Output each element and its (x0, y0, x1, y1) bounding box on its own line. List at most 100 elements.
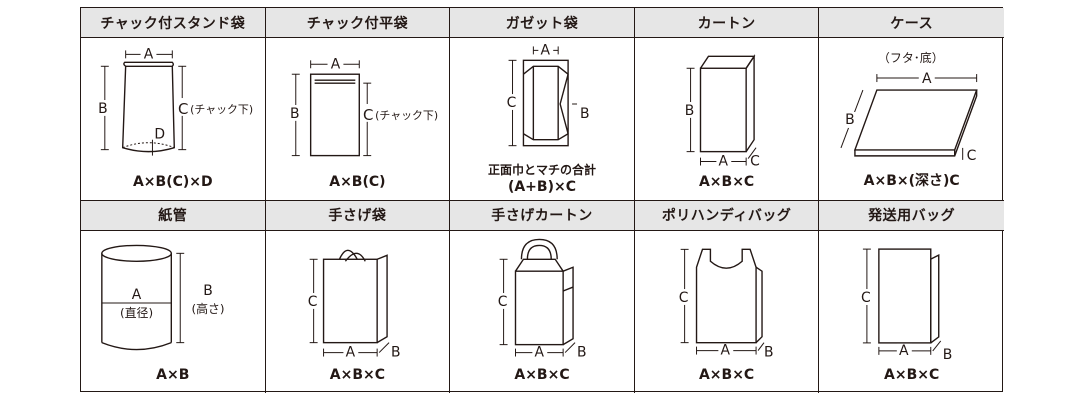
cell-poly-handy-bag: ポリハンディバッグ C A B A×B×C (634, 200, 820, 393)
carton-side (562, 265, 574, 345)
label-a: A (541, 42, 551, 58)
handle-front (344, 252, 366, 262)
cell-title: 発送用バッグ (819, 200, 1004, 231)
label-b: B (577, 344, 587, 360)
bag-size-table: チャック付スタンド袋 A B C (チャッ (80, 7, 1004, 394)
paper-tube-diagram: A (直径) B (高さ) (81, 231, 265, 361)
cell-flat-pouch: チャック付平袋 A B C (チャック下) (265, 8, 451, 201)
label-a: A (922, 71, 932, 87)
formula: A×B×C (329, 367, 386, 383)
handle-carton-diagram: C A B (450, 231, 634, 361)
cell-paper-tube: 紙管 A (直径) B (高さ) A×B (81, 200, 266, 393)
shipping-bag-svg: C A B (859, 247, 953, 362)
formula: A×B×C (514, 367, 570, 383)
label-c: C (307, 293, 317, 309)
case-depth (854, 90, 978, 157)
gusset-bag-diagram: A C B (450, 38, 634, 168)
carton-diagram: B A C (635, 38, 819, 170)
bag-side (376, 253, 388, 343)
label-c: C (861, 289, 871, 305)
dim-b (564, 341, 576, 353)
label-a: A (720, 342, 730, 358)
cell-gusset-bag: ガゼット袋 A C B (450, 8, 635, 201)
label-c: C (507, 95, 517, 111)
cell-title: カートン (634, 8, 819, 38)
label-b: B (685, 103, 695, 119)
label-c-note: (チャック下) (375, 109, 438, 122)
cell-carton: カートン B A C A×B×C (634, 8, 820, 201)
label-c: C (498, 293, 508, 309)
case-svg: （フタ･底） A B C (840, 50, 979, 164)
dim-c (747, 147, 757, 159)
label-c: C (967, 148, 977, 164)
label-c-note: (チャック下) (190, 103, 253, 116)
label-b: B (290, 106, 300, 122)
tube-bottom (101, 341, 172, 350)
label-c: C (679, 289, 689, 305)
cell-title: ケース (819, 8, 1004, 38)
formula: A×B (156, 367, 190, 383)
label-a-note: (直径) (120, 305, 153, 319)
label-b: B (764, 344, 774, 360)
formula: A×B×C (884, 367, 940, 383)
shipping-bag-diagram: C A B (819, 231, 1004, 362)
cell-shipping-bag: 発送用バッグ C A B A×B×C (819, 200, 1004, 394)
label-b: B (943, 346, 953, 362)
gusset-fold (122, 142, 175, 149)
cell-title: 手さげ袋 (265, 200, 450, 231)
handle-outer (520, 238, 559, 259)
tube-top (101, 244, 173, 262)
paper-tube-svg: A (直径) B (高さ) (101, 244, 225, 350)
pouch-outline (121, 61, 175, 153)
label-a: A (144, 46, 154, 62)
carton-svg: B A C (682, 54, 760, 170)
cell-title: チャック付スタンド袋 (81, 8, 265, 38)
carton-side (745, 54, 755, 153)
label-a: A (345, 344, 355, 360)
bag-front (878, 247, 932, 344)
bag-outline (695, 248, 757, 343)
formula: A×B(C)×D (132, 173, 213, 190)
cell-title: ポリハンディバッグ (634, 200, 819, 231)
case-diagram: （フタ･底） A B C (819, 38, 1004, 168)
dim-b (378, 341, 390, 353)
formula: A×B×C (698, 173, 755, 190)
stand-pouch-diagram: A B C (チャック下) D (81, 38, 265, 168)
bag-side (755, 266, 763, 343)
carton-front (514, 269, 565, 345)
label-b: B (846, 112, 856, 128)
cell-title: 手さげカートン (450, 200, 634, 231)
shopping-bag-svg: C A B (305, 249, 400, 360)
formula: A×B×(深さ)C (863, 172, 960, 189)
cell-case: ケース （フタ･底） A B C A×B×(深さ)C (819, 8, 1004, 201)
label-b: B (203, 283, 213, 299)
label-b: B (580, 106, 590, 122)
flat-pouch-svg: A B C (チャック下) (287, 56, 438, 157)
dim-b (757, 341, 765, 351)
gusset-bag-svg: A C B (504, 42, 590, 147)
carton-top (699, 55, 756, 69)
label-a: A (132, 286, 142, 302)
label-a: A (535, 344, 545, 360)
cell-shopping-bag: 手さげ袋 C A B A×B×C (265, 200, 451, 393)
gusset-fold (559, 74, 569, 134)
formula: A×B×C (698, 367, 755, 383)
label-b: B (98, 101, 108, 117)
formula-block: 正面巾とマチの合計 (A+B)×C (450, 162, 634, 196)
cell-stand-pouch: チャック付スタンド袋 A B C (チャッ (81, 8, 266, 201)
label-c: C (363, 106, 373, 124)
label-d: D (154, 127, 165, 143)
pouch-outline (309, 73, 360, 157)
cell-title: 紙管 (81, 200, 265, 231)
bag-outline (522, 59, 569, 147)
formula: A×B(C) (329, 173, 386, 190)
bag-front (322, 258, 378, 343)
label-c: C (178, 100, 188, 118)
cell-handle-carton: 手さげカートン C A B (450, 200, 635, 393)
label-b-note: (高さ) (191, 301, 224, 315)
label-a: A (718, 154, 728, 170)
formula: (A+B)×C (507, 178, 576, 195)
case-top (854, 89, 979, 151)
bag-gusset (930, 253, 940, 343)
label-c: C (750, 154, 760, 170)
